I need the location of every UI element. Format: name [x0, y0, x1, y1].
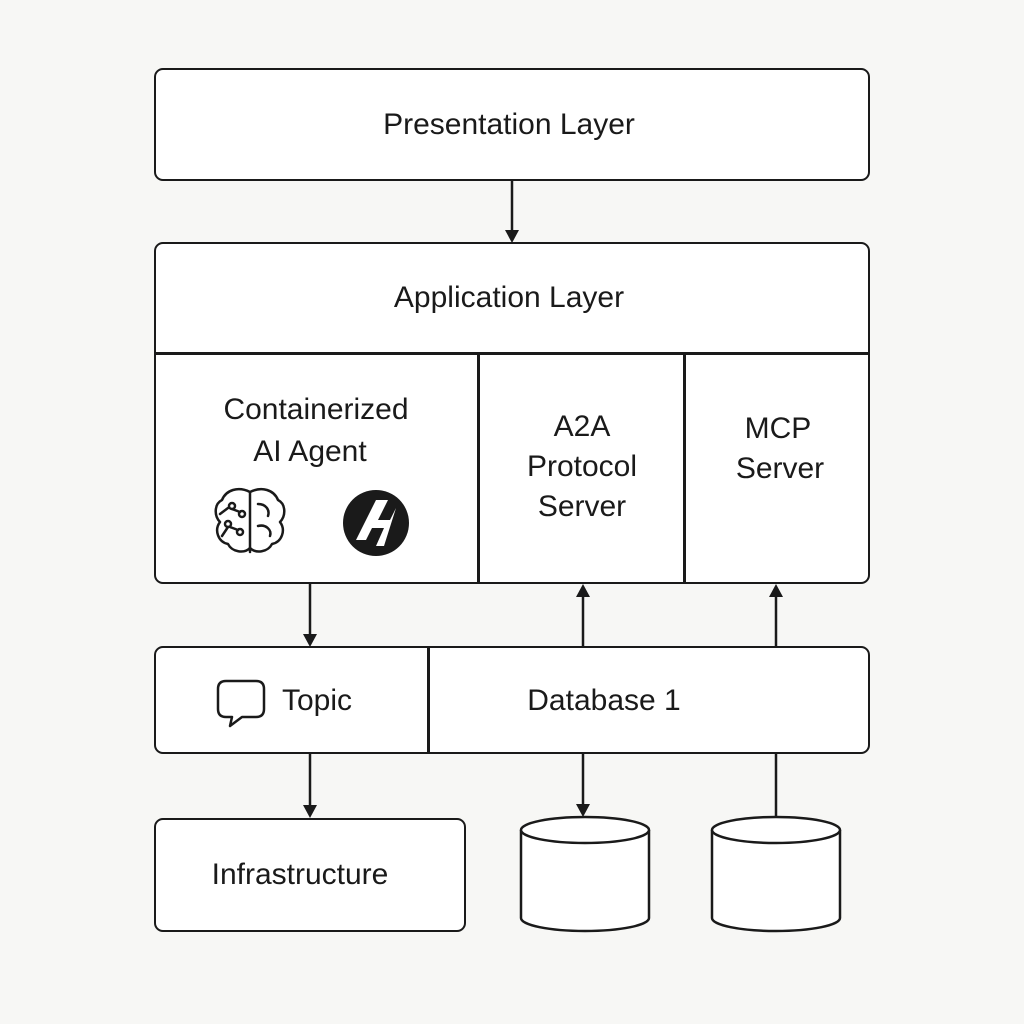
infrastructure-label: Infrastructure — [211, 858, 389, 891]
arrow-database-to-db1 — [576, 754, 590, 817]
arrow-agent-to-topic — [303, 584, 317, 647]
mcp-label-line1: MCP — [744, 412, 812, 445]
arrow-topic-to-infrastructure — [303, 754, 317, 818]
a2a-label-line2: Protocol — [526, 450, 638, 483]
agent-label-line1: Containerized — [223, 393, 409, 426]
application-layer-label: Application Layer — [393, 281, 625, 314]
topic-label: Topic — [282, 684, 353, 717]
db2-label: DB — [755, 867, 797, 900]
agent-label-line2: AI Agent — [253, 435, 367, 468]
presentation-layer-label: Presentation Layer — [383, 108, 635, 141]
arrow-database-to-a2a — [576, 584, 590, 646]
mcp-label-line2: Server — [735, 452, 825, 485]
a2a-mcp-divider — [683, 353, 686, 583]
db1-label: DB — [563, 869, 605, 902]
application-layer-divider — [155, 352, 868, 355]
a2a-label-line3: Server — [537, 490, 627, 523]
arrow-database-to-mcp — [769, 584, 783, 646]
arrow-presentation-to-application — [505, 181, 519, 243]
infrastructure-box — [154, 818, 466, 932]
topic-database-divider — [427, 647, 430, 753]
presentation-layer-box — [154, 68, 870, 181]
database1-label: Database 1 — [527, 684, 681, 717]
a2a-label-line1: A2A — [553, 410, 611, 443]
agent-a2a-divider — [477, 353, 480, 583]
messaging-layer-box — [154, 646, 870, 754]
